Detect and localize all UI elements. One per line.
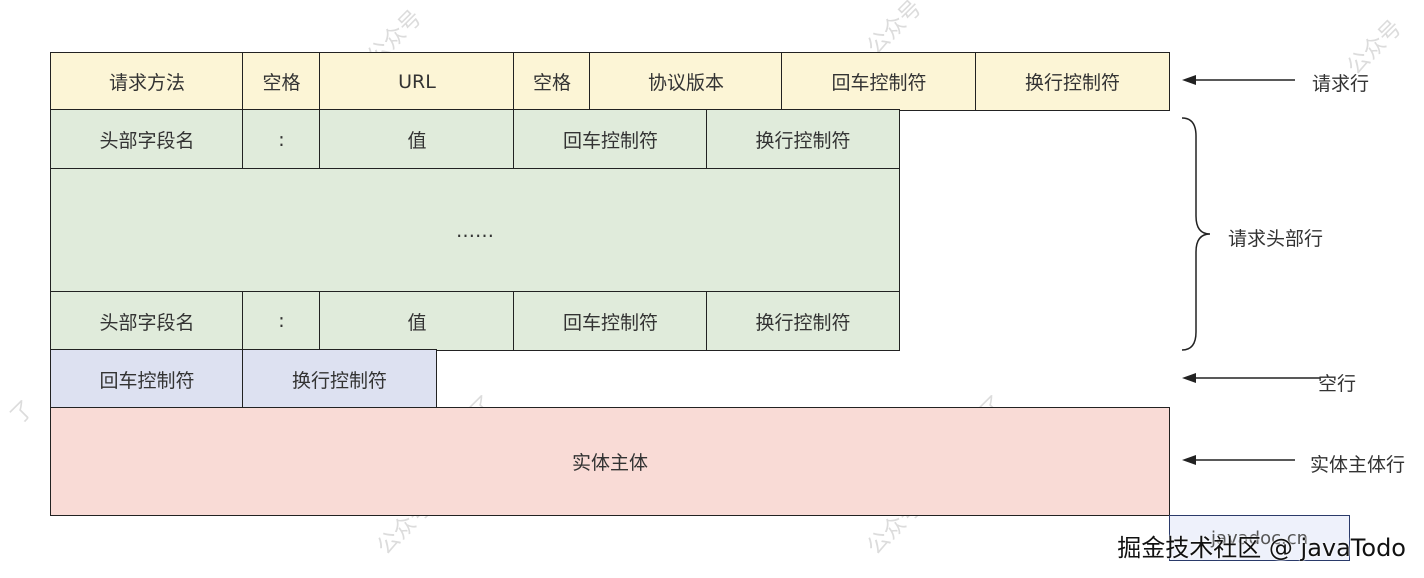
header-ellipsis: ……	[50, 168, 900, 293]
cell-url: URL	[319, 52, 515, 111]
footer-credit: 掘金技术社区 @ javaTodo	[1117, 534, 1406, 562]
entity-body: 实体主体	[50, 407, 1170, 516]
cell-cr: 回车控制符	[513, 109, 708, 170]
source-box: javadoc.cn	[1169, 515, 1350, 561]
cell-protocol-version: 协议版本	[589, 52, 783, 111]
cell-lf: 换行控制符	[706, 109, 900, 170]
cell-cr: 回车控制符	[513, 291, 708, 351]
arrow-left-icon	[1182, 373, 1320, 383]
cell-space: 空格	[242, 52, 321, 111]
cell-header-name: 头部字段名	[50, 109, 244, 170]
label-blank-line: 空行	[1318, 373, 1357, 395]
cell-lf: 换行控制符	[975, 52, 1170, 111]
source-box-text: javadoc.cn	[1210, 527, 1309, 549]
arrow-left-icon	[1182, 75, 1295, 85]
watermark: 了	[6, 396, 40, 430]
cell-value: 值	[319, 291, 515, 351]
cell-colon: :	[242, 291, 321, 351]
cell-colon: :	[242, 109, 321, 170]
curly-brace-icon	[1181, 117, 1211, 351]
cell-header-name: 头部字段名	[50, 291, 244, 351]
label-request-line: 请求行	[1312, 73, 1370, 95]
cell-value: 值	[319, 109, 515, 170]
cell-method: 请求方法	[50, 52, 244, 111]
cell-lf: 换行控制符	[706, 291, 900, 351]
cell-cr: 回车控制符	[781, 52, 977, 111]
cell-cr: 回车控制符	[50, 349, 244, 409]
cell-space: 空格	[513, 52, 591, 111]
arrow-left-icon	[1182, 455, 1295, 465]
label-entity-body: 实体主体行	[1310, 454, 1406, 476]
label-request-header: 请求头部行	[1228, 228, 1324, 250]
cell-lf: 换行控制符	[242, 349, 437, 409]
